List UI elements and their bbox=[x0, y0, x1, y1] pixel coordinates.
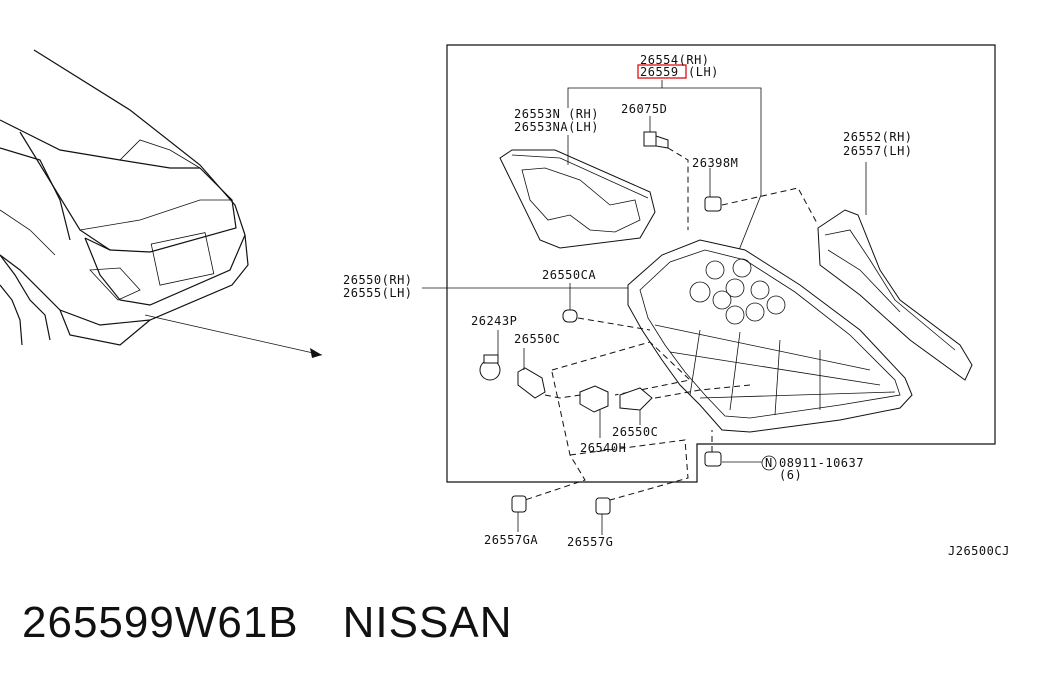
label-26559-side: (LH) bbox=[688, 65, 719, 79]
bulb-26557g bbox=[595, 497, 611, 535]
grommet-26398m bbox=[704, 168, 819, 226]
label-26550ca: 26550CA bbox=[542, 268, 596, 282]
label-26550c-right: 26550C bbox=[612, 425, 658, 439]
label-26559: 26559 bbox=[640, 65, 679, 79]
caption-brand: NISSAN bbox=[342, 598, 513, 647]
label-26075d: 26075D bbox=[621, 102, 667, 116]
service-outline bbox=[524, 371, 689, 501]
label-08911: 08911-10637 bbox=[779, 456, 864, 470]
bulb-26550c-left bbox=[517, 348, 581, 399]
label-26540h: 26540H bbox=[580, 441, 626, 455]
label-08911-qty: (6) bbox=[779, 468, 802, 482]
finisher-part bbox=[817, 162, 973, 381]
diagram-code: J26500CJ bbox=[948, 544, 1010, 558]
label-26243p: 26243P bbox=[471, 314, 517, 328]
parts-frame bbox=[446, 44, 996, 483]
label-26550c-left: 26550C bbox=[514, 332, 560, 346]
car-rear-illustration bbox=[0, 49, 323, 358]
label-26557g: 26557G bbox=[567, 535, 613, 549]
screw-26075d bbox=[643, 116, 689, 230]
nut-symbol: N bbox=[765, 456, 773, 470]
bulb-26550ca bbox=[562, 283, 651, 331]
label-26553n: 26553N (RH) bbox=[514, 107, 599, 121]
gasket-part bbox=[499, 135, 656, 249]
socket-26243p bbox=[479, 330, 501, 381]
highlight-box bbox=[637, 64, 687, 79]
label-26555: 26555(LH) bbox=[343, 286, 413, 300]
label-26557ga: 26557GA bbox=[484, 533, 538, 547]
label-26398m: 26398M bbox=[692, 156, 738, 170]
bulb-26557ga bbox=[511, 495, 527, 532]
label-26553na: 26553NA(LH) bbox=[514, 120, 599, 134]
bulb-26550c-right bbox=[619, 384, 751, 425]
tail-lamp-assembly bbox=[422, 239, 913, 433]
caption-part-number: 265599W61B bbox=[22, 598, 299, 647]
nut-08911 bbox=[704, 430, 777, 471]
label-26554: 26554(RH) bbox=[640, 53, 710, 67]
bottom-caption: 265599W61B NISSAN bbox=[22, 598, 512, 648]
socket-26540h bbox=[551, 341, 692, 438]
label-26550: 26550(RH) bbox=[343, 273, 413, 287]
label-26552: 26552(RH) bbox=[843, 130, 913, 144]
label-26557: 26557(LH) bbox=[843, 144, 913, 158]
